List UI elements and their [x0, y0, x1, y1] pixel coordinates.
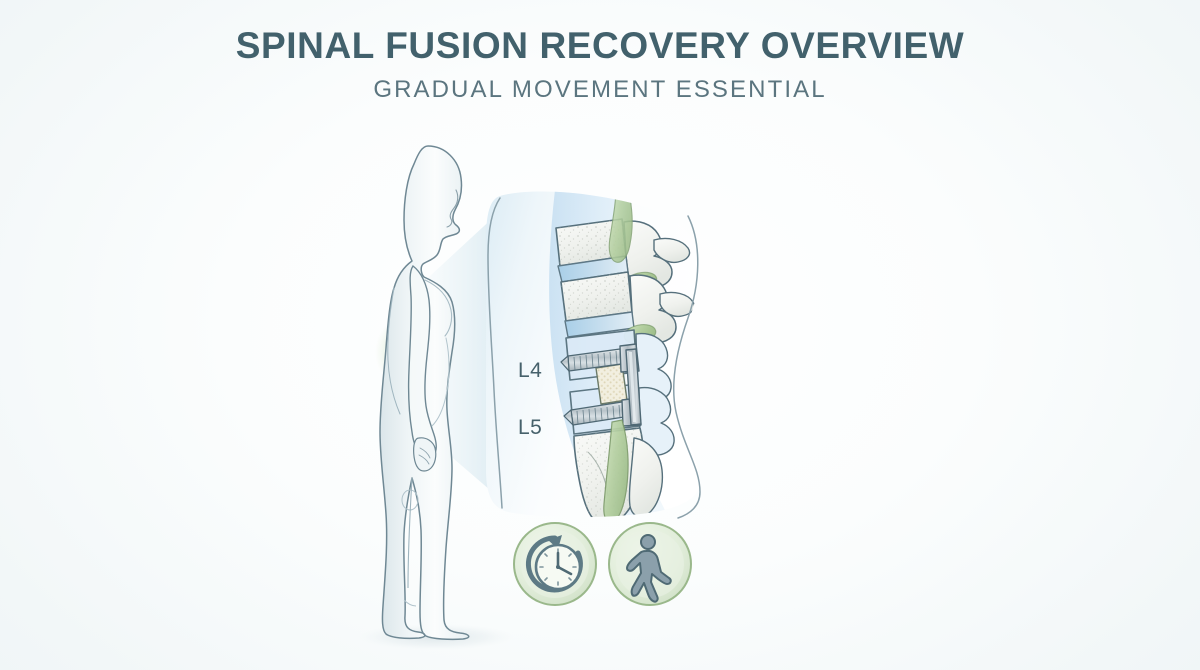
buttock-contour-line	[672, 215, 701, 519]
ankle-detail	[403, 599, 417, 607]
standing-body-figure	[375, 145, 470, 641]
walking-person-icon[interactable]	[608, 522, 692, 606]
hand-finger-lines	[418, 447, 431, 465]
abdomen-contour	[431, 337, 450, 427]
rear-leg-line	[407, 477, 413, 589]
spinal-cord	[608, 191, 633, 263]
sacral-nerve-root	[603, 419, 629, 518]
back-lumbar-contour	[387, 287, 401, 415]
vertebra-label-l5: L5	[518, 416, 542, 439]
vertebra-l3	[555, 218, 691, 289]
lower-back-contour-line	[487, 197, 503, 509]
vertebra-l4	[560, 271, 696, 344]
rod-highlight	[629, 352, 636, 422]
body-hand	[413, 437, 437, 472]
clock-recovery-time-icon[interactable]	[513, 522, 597, 606]
spine-detail-panel: L4 L5	[486, 191, 701, 519]
face-profile-line	[446, 189, 459, 228]
vertebra-label-l4: L4	[518, 359, 542, 382]
chest-contour	[424, 279, 453, 337]
